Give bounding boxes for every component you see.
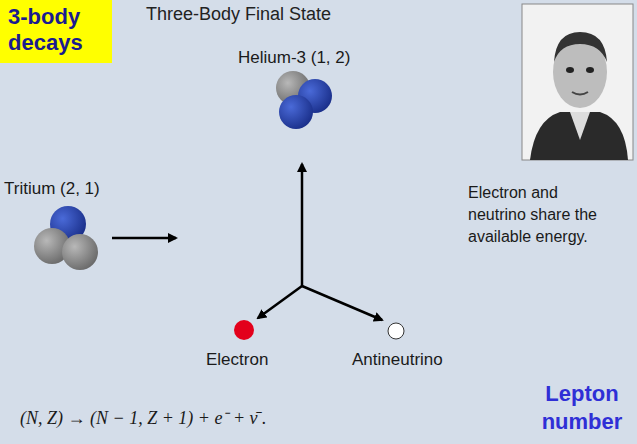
particle-label: Antineutrino	[352, 350, 443, 370]
antineutrino-dot	[388, 323, 404, 339]
particle-label: Electron	[206, 350, 268, 370]
electron-dot	[234, 320, 254, 340]
tritium-nucleus	[34, 206, 98, 270]
title: Three-Body Final State	[146, 4, 331, 25]
decay-equation: (N, Z) → (N − 1, Z + 1) + e⁻ + ν̄ .	[20, 405, 267, 429]
note-text: Electron and neutrino share the availabl…	[468, 182, 618, 248]
helium-nucleus	[276, 71, 332, 129]
portrait-photo	[522, 4, 633, 160]
nucleus-label: Tritium (2, 1)	[4, 179, 100, 199]
decay-arrows	[112, 164, 382, 320]
emphasis-text: Lepton number	[532, 380, 632, 436]
heading-box: 3-body decays	[0, 0, 112, 63]
heading-text: 3-body decays	[8, 4, 104, 57]
nucleus-label: Helium-3 (1, 2)	[238, 48, 350, 68]
